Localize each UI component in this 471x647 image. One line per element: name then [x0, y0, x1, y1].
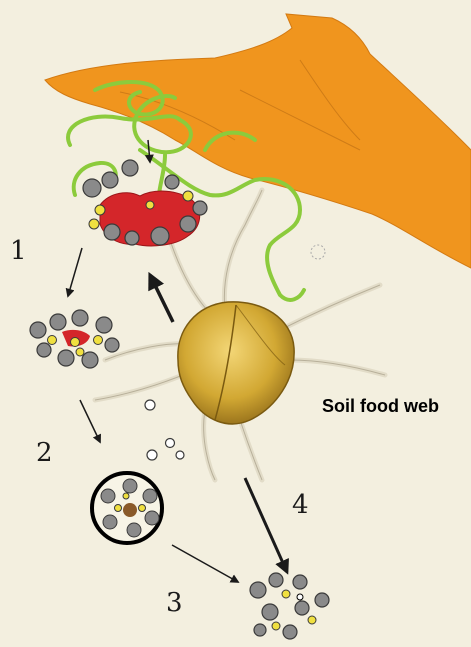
- diagram-title: Soil food web: [322, 396, 439, 417]
- step-label-1: 1: [10, 238, 27, 264]
- cluster-step-2-aggregate: [92, 473, 162, 543]
- step-label-3: 3: [166, 590, 183, 616]
- cluster-1-debris: [83, 160, 207, 246]
- fecal-pellets: [145, 400, 184, 460]
- step-label-4: 4: [292, 492, 309, 518]
- step-label-2: 2: [36, 440, 53, 466]
- cluster-step-3: [250, 573, 329, 639]
- mite-body: [178, 302, 294, 424]
